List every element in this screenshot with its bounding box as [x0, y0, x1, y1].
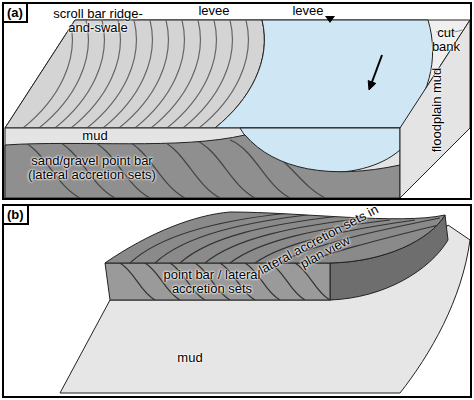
text-label: scroll bar ridge-and-swale	[46, 7, 150, 35]
panel-frame: (b)	[2, 204, 472, 398]
accretion-line	[120, 263, 155, 300]
accretion-line	[160, 140, 220, 198]
accretion-line	[230, 140, 290, 198]
channel-water	[215, 20, 433, 128]
text-label: sand/gravel point bar (lateral accretion…	[17, 154, 167, 182]
text-label: mud	[177, 351, 202, 365]
ridge-line	[183, 20, 232, 128]
ridge-line	[87, 20, 136, 128]
top-surface	[5, 20, 470, 128]
panel-b-block	[60, 212, 470, 393]
panel-tab: (b)	[2, 204, 29, 225]
ridge-line	[71, 20, 120, 128]
accretion-line	[265, 150, 325, 198]
ridge-line	[167, 20, 216, 128]
text-label: cut bank	[428, 26, 464, 54]
text-label: mud	[82, 129, 107, 143]
side-face	[400, 20, 470, 198]
front-face	[5, 128, 400, 198]
flow-arrow-head	[368, 81, 376, 90]
text-label: point bar / lateral accretion sets	[137, 268, 287, 296]
text-label: floodplain mud	[430, 68, 444, 153]
accretion-line	[195, 140, 255, 198]
ridge-line	[151, 20, 200, 128]
scroll-bar-surface	[5, 20, 264, 128]
panel-tab: (a)	[2, 2, 28, 23]
ridge-line	[55, 20, 104, 128]
ridge-line	[119, 20, 168, 128]
ridge-line	[135, 20, 184, 128]
ridge-swale-lines	[23, 20, 248, 128]
text-label: levee	[198, 4, 229, 18]
text-label: levee	[292, 4, 323, 18]
levee-marker	[325, 16, 335, 23]
flow-arrow-shaft	[372, 55, 382, 82]
panel-a-block	[5, 16, 470, 198]
ridge-line	[39, 20, 88, 128]
ridge-line	[23, 20, 72, 128]
ridge-line	[103, 20, 152, 128]
point-bar-section	[5, 135, 400, 198]
